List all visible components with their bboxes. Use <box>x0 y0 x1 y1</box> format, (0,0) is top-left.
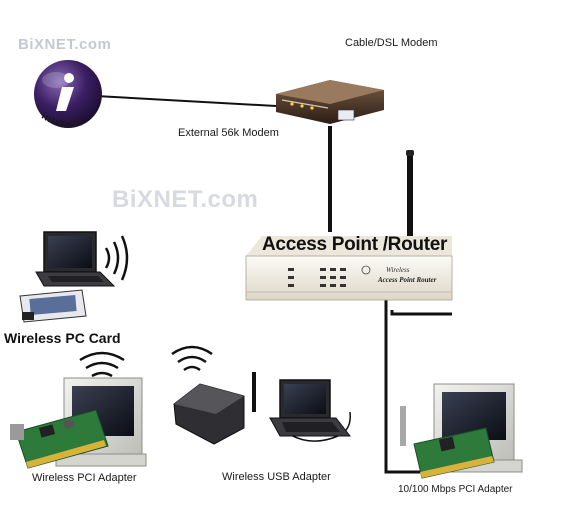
laptop-pc-card-station <box>20 232 127 322</box>
watermark-center: BiXNET.com <box>112 186 258 214</box>
router-model-text: Access Point Router <box>377 276 437 284</box>
external-modem-label: External 56k Modem <box>178 127 279 139</box>
desktop-ethernet-pci-station <box>400 384 522 478</box>
router-lan-cable-top <box>392 310 452 314</box>
access-point-router: Wireless Access Point Router <box>246 150 452 300</box>
laptop-wireless-signal-icon <box>106 236 127 280</box>
pc-card-icon <box>20 290 86 322</box>
internet-globe-icon: internet <box>34 60 102 130</box>
laptop-wireless-usb-station <box>172 347 350 444</box>
router-brand-text: Wireless <box>386 266 410 274</box>
pci-wireless-signal-icon <box>80 353 124 376</box>
watermark-top: BiXNET.com <box>18 36 111 53</box>
usb-wireless-signal-icon <box>172 347 212 370</box>
pc-card-label: Wireless PC Card <box>4 330 121 346</box>
mbps-adapter-label: 10/100 Mbps PCI Adapter <box>398 484 513 495</box>
router-antenna-right <box>407 152 413 240</box>
desktop-wireless-pci-station <box>10 353 146 468</box>
pci-adapter-label: Wireless PCI Adapter <box>32 472 137 484</box>
cable-dsl-modem-label: Cable/DSL Modem <box>345 37 438 49</box>
cable-dsl-modem <box>276 80 384 124</box>
internet-to-modem-cable <box>96 96 276 106</box>
usb-adapter-label: Wireless USB Adapter <box>222 471 331 483</box>
wireless-usb-adapter-icon <box>174 372 256 444</box>
access-point-label: Access Point /Router <box>262 234 447 256</box>
